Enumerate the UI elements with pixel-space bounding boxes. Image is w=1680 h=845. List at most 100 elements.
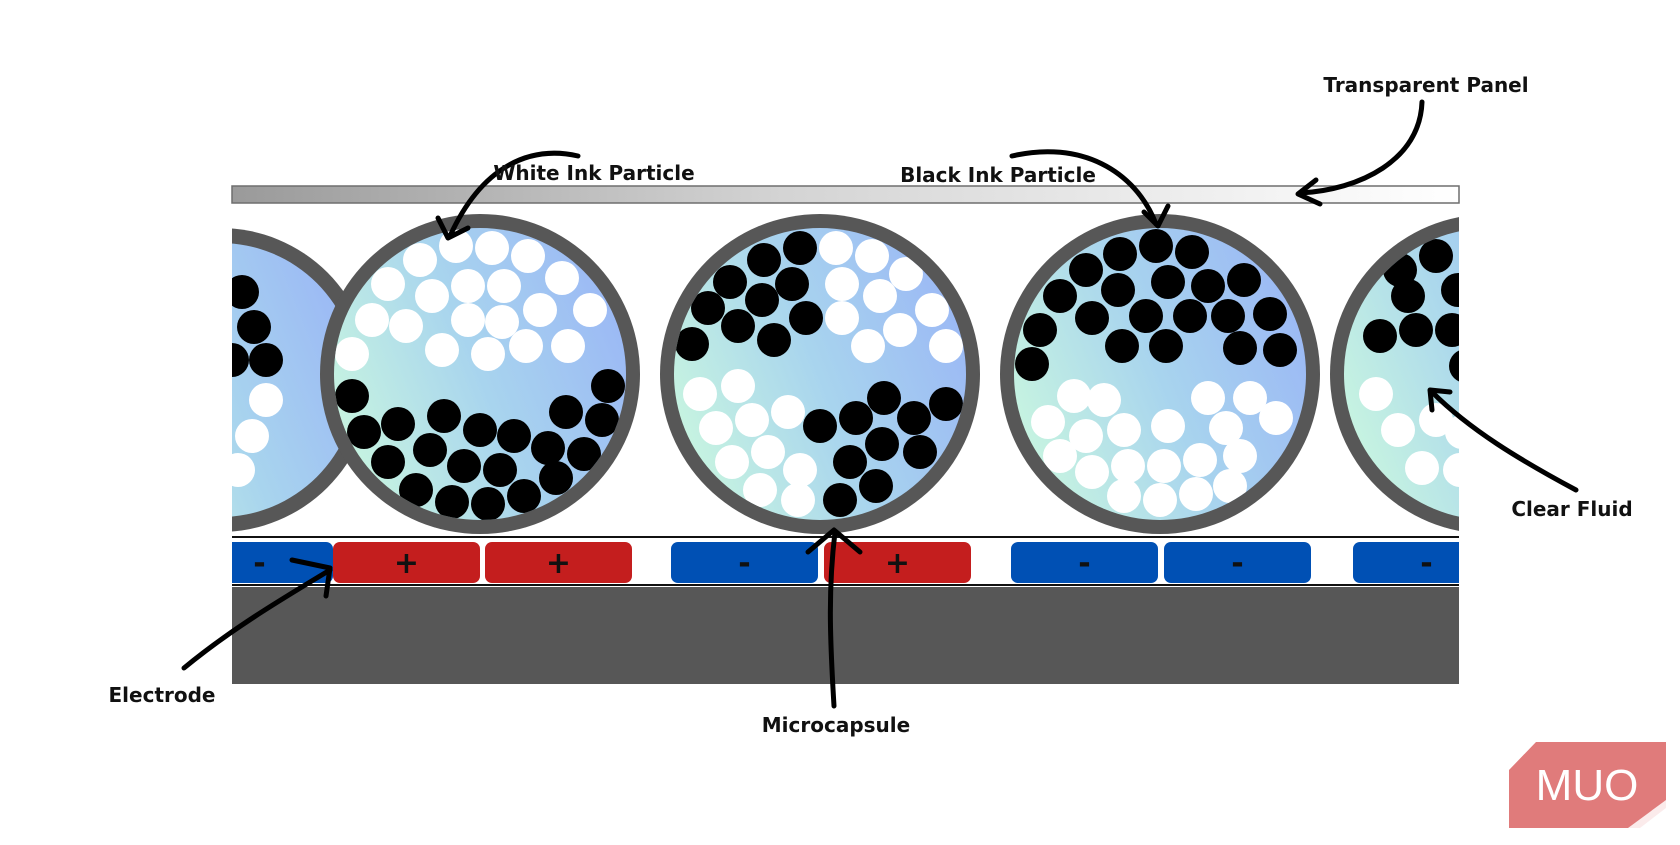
black-ink-particle [427, 399, 461, 433]
black-ink-particle [483, 453, 517, 487]
black-ink-particle [249, 343, 283, 377]
white-ink-particle [1143, 483, 1177, 517]
label-transparent-panel: Transparent Panel [1323, 73, 1528, 97]
white-ink-particle [783, 453, 817, 487]
black-ink-particle [903, 435, 937, 469]
black-ink-particle [413, 433, 447, 467]
black-ink-particle [1223, 331, 1257, 365]
black-ink-particle [471, 487, 505, 521]
white-ink-particle [771, 395, 805, 429]
negative-electrode: - [671, 542, 818, 583]
black-ink-particle [803, 409, 837, 443]
negative-electrode: - [1164, 542, 1311, 583]
black-ink-particle [1101, 273, 1135, 307]
white-ink-particle [451, 303, 485, 337]
label-black-ink-particle: Black Ink Particle [900, 163, 1096, 187]
white-ink-particle [735, 403, 769, 437]
black-ink-particle [1175, 235, 1209, 269]
black-ink-particle [531, 431, 565, 465]
muo-logo: MUO [1509, 742, 1666, 828]
black-ink-particle [1449, 349, 1483, 383]
white-ink-particle [1087, 383, 1121, 417]
black-ink-particle [757, 323, 791, 357]
white-ink-particle [485, 305, 519, 339]
black-ink-particle [1103, 237, 1137, 271]
white-ink-particle [451, 269, 485, 303]
white-ink-particle [929, 329, 963, 363]
black-ink-particle [1069, 253, 1103, 287]
label-clear-fluid: Clear Fluid [1511, 497, 1632, 521]
white-ink-particle [1075, 455, 1109, 489]
white-ink-particle [475, 231, 509, 265]
black-ink-particle [1191, 269, 1225, 303]
black-ink-particle [1043, 279, 1077, 313]
white-ink-particle [825, 267, 859, 301]
black-ink-particle [1129, 299, 1163, 333]
label-microcapsule: Microcapsule [762, 713, 910, 737]
black-ink-particle [1263, 333, 1297, 367]
electrode-row: -++-+--- [186, 542, 1500, 583]
positive-electrode: + [333, 542, 480, 583]
black-ink-particle [775, 267, 809, 301]
black-ink-particle [507, 479, 541, 513]
white-ink-particle [487, 269, 521, 303]
white-ink-particle [1405, 451, 1439, 485]
black-ink-particle [833, 445, 867, 479]
black-ink-particle [1015, 347, 1049, 381]
black-ink-particle [1419, 239, 1453, 273]
white-ink-particle [1183, 443, 1217, 477]
white-ink-particle [781, 483, 815, 517]
white-ink-particle [1223, 439, 1257, 473]
white-ink-particle [721, 369, 755, 403]
white-ink-particle [1191, 381, 1225, 415]
white-ink-particle [545, 261, 579, 295]
black-ink-particle [1023, 313, 1057, 347]
white-ink-particle [1359, 377, 1393, 411]
white-ink-particle [1179, 477, 1213, 511]
white-ink-particle [415, 279, 449, 313]
black-ink-particle [897, 401, 931, 435]
white-ink-particle [425, 333, 459, 367]
white-ink-particle [883, 313, 917, 347]
black-ink-particle [381, 407, 415, 441]
black-ink-particle [435, 485, 469, 519]
black-ink-particle [859, 469, 893, 503]
black-ink-particle [1363, 319, 1397, 353]
white-ink-particle [235, 419, 269, 453]
negative-electrode: - [1353, 542, 1500, 583]
black-ink-particle [585, 403, 619, 437]
black-ink-particle [335, 379, 369, 413]
microcapsule [660, 214, 980, 534]
white-ink-particle [523, 293, 557, 327]
black-ink-particle [463, 413, 497, 447]
black-ink-particle [1151, 265, 1185, 299]
electrode-sign: - [1420, 546, 1432, 581]
black-ink-particle [1173, 299, 1207, 333]
black-ink-particle [713, 265, 747, 299]
electrode-sign: - [738, 546, 750, 581]
black-ink-particle [1211, 299, 1245, 333]
white-ink-particle [573, 293, 607, 327]
white-ink-particle [403, 243, 437, 277]
white-ink-particle [715, 445, 749, 479]
black-ink-particle [1435, 313, 1469, 347]
white-ink-particle [1111, 449, 1145, 483]
logo-text: MUO [1536, 761, 1639, 810]
black-ink-particle [1399, 313, 1433, 347]
white-ink-particle [551, 329, 585, 363]
white-ink-particle [1443, 453, 1477, 487]
white-ink-particle [699, 411, 733, 445]
microcapsule-row [68, 214, 1650, 534]
white-ink-particle [1107, 479, 1141, 513]
white-ink-particle [389, 309, 423, 343]
black-ink-particle [783, 231, 817, 265]
white-ink-particle [819, 231, 853, 265]
white-ink-particle [863, 279, 897, 313]
transparent-panel [232, 186, 1459, 203]
label-electrode: Electrode [109, 683, 216, 707]
label-white-ink-particle: White Ink Particle [493, 161, 694, 185]
black-ink-particle [1149, 329, 1183, 363]
black-ink-particle [225, 275, 259, 309]
black-ink-particle [721, 309, 755, 343]
electrode-sign: - [253, 546, 265, 581]
